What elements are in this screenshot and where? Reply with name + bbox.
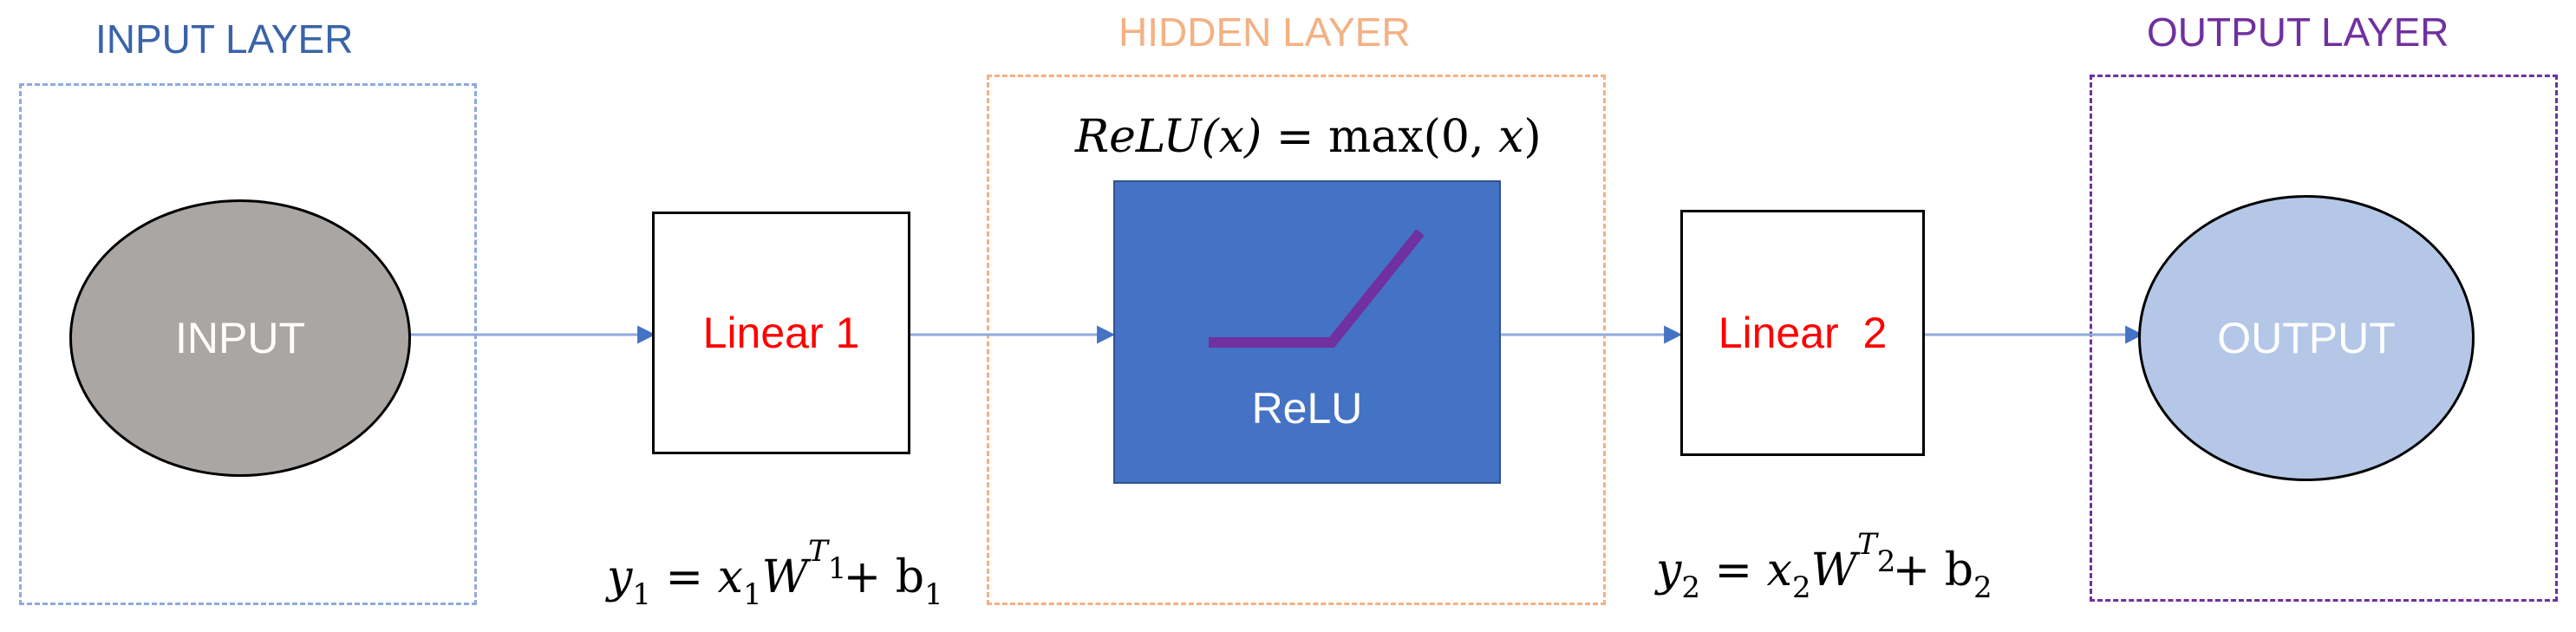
lin1-w-sup: T <box>808 534 828 569</box>
lin2-y: y <box>1656 544 1682 596</box>
output-layer-title: OUTPUT LAYER <box>2147 10 2449 55</box>
output-layer-box <box>2090 75 2558 602</box>
input-layer-box <box>19 83 477 605</box>
hidden-layer-title: HIDDEN LAYER <box>1118 10 1411 55</box>
relu-eq-max: max <box>1327 111 1424 163</box>
lin1-plus-b: + b <box>829 551 925 603</box>
lin2-y-sub: 2 <box>1681 570 1701 605</box>
linear1-equation: y1 = x1WT1 + b1 <box>607 537 943 609</box>
input-layer-title: INPUT LAYER <box>95 16 354 62</box>
relu-eq-equals: = <box>1262 111 1328 163</box>
lin1-w-sub: 1 <box>827 551 847 586</box>
linear2-node: Linear 2 <box>1680 210 1925 456</box>
linear2-equation: y2 = x2WT2 + b2 <box>1656 530 1992 603</box>
linear2-label: Linear 2 <box>1718 309 1888 357</box>
linear1-label: Linear 1 <box>702 309 860 357</box>
lin2-equals: = <box>1700 544 1767 596</box>
lin1-x-sub: 1 <box>743 577 762 612</box>
relu-eq-arg: (x) <box>1201 111 1262 163</box>
input-node: INPUT <box>69 199 411 477</box>
relu-eq-var: x <box>1498 111 1524 163</box>
lin2-w-sup: T <box>1857 527 1877 562</box>
relu-eq-close: ) <box>1523 111 1542 163</box>
lin2-w: W <box>1810 544 1858 596</box>
relu-node: ReLU <box>1113 180 1501 484</box>
lin2-b-sub: 2 <box>1973 570 1992 605</box>
lin2-x: x <box>1766 544 1792 596</box>
relu-eq-fn: ReLU <box>1075 111 1202 163</box>
relu-label: ReLU <box>1251 384 1363 433</box>
lin1-y: y <box>607 551 633 603</box>
lin1-y-sub: 1 <box>632 577 652 612</box>
relu-equation: ReLU(x) = max(0, x) <box>1075 114 1542 160</box>
lin1-equals: = <box>651 551 718 603</box>
lin1-x: x <box>717 551 743 603</box>
lin1-b-sub: 1 <box>924 577 943 612</box>
output-node: OUTPUT <box>2138 195 2475 481</box>
lin2-w-sub: 2 <box>1876 544 1896 579</box>
linear1-node: Linear 1 <box>652 212 910 454</box>
lin1-w: W <box>761 551 809 603</box>
lin2-plus-b: + b <box>1878 544 1974 596</box>
input-node-label: INPUT <box>175 314 305 362</box>
relu-eq-open: (0, <box>1423 111 1499 163</box>
lin2-x-sub: 2 <box>1792 570 1811 605</box>
hidden-layer-box <box>987 75 1606 605</box>
relu-curve-icon <box>1209 229 1425 348</box>
output-node-label: OUTPUT <box>2217 314 2396 362</box>
